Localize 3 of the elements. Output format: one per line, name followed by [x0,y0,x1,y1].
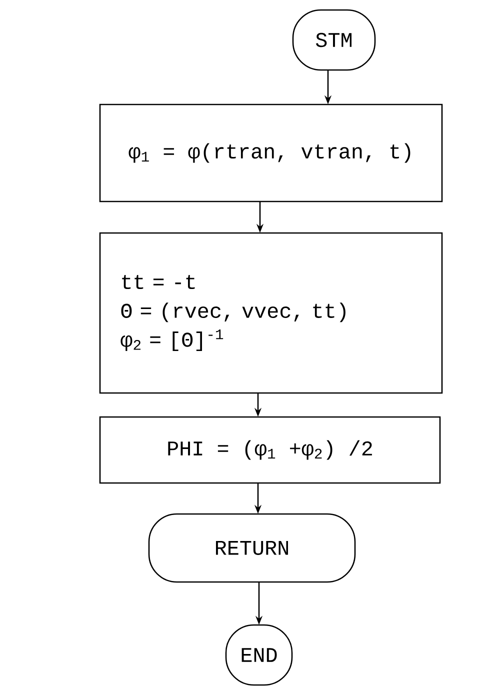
process-box: φ$_{1}$ = φ(rtran, vtran, t) [99,104,443,202]
process-box: tt = -t Θ = (rvec, vvec, tt) φ$_{2}$ = [Θ]$^{-1}$ [99,232,443,394]
process-box: PHI = (φ$_{1}$ +φ$_{2}$) /2 [99,416,441,484]
